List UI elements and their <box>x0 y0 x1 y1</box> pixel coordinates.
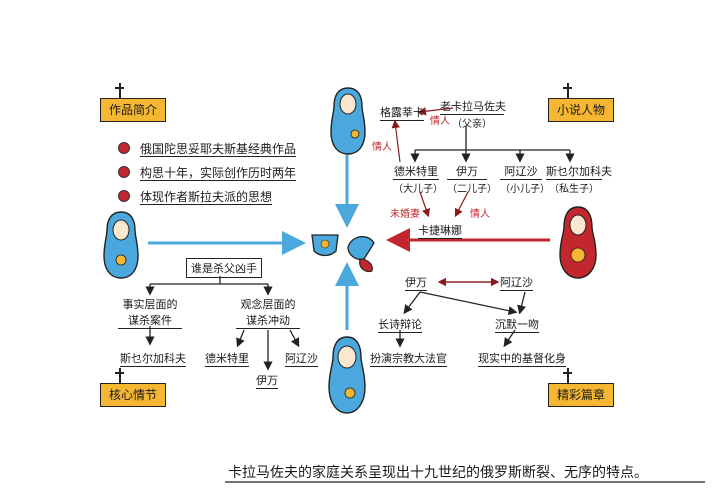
lover-label-3: 情人 <box>470 209 490 220</box>
hl-ivan-act: 长诗辩论 <box>378 318 422 333</box>
plot-idea-alyosha: 阿辽沙 <box>285 352 318 367</box>
doll-top-icon <box>330 87 366 155</box>
intro-line-3: 体现作者斯拉夫派的思想 <box>118 188 273 205</box>
bottom-caption: 卡拉马佐夫的家庭关系呈现出十九世纪的俄罗斯断裂、无序的特点。 <box>228 465 648 481</box>
son-smerdyakov: 斯乜尔加科夫 （私生子） <box>546 165 612 195</box>
doll-bottom-icon <box>328 336 366 414</box>
intro-line-1: 俄国陀思妥耶夫斯基经典作品 <box>118 140 297 157</box>
plot-fact-result: 斯乜尔加科夫 <box>120 352 186 367</box>
tag-highlights: 精彩篇章 <box>548 368 615 407</box>
bullet-icon <box>118 190 130 202</box>
bullet-icon <box>118 166 130 178</box>
hl-alyosha: 阿辽沙 <box>500 276 533 291</box>
lover-label-1: 情人 <box>430 116 450 127</box>
hl-alyosha-role: 现实中的基督化身 <box>478 352 566 367</box>
hl-ivan-role: 扮演宗教大法官 <box>370 352 447 367</box>
son-dmitri: 德米特里 （大儿子） <box>393 165 443 195</box>
plot-idea: 观念层面的 谋杀冲动 <box>236 296 300 329</box>
son-ivan: 伊万 （二儿子） <box>447 165 497 195</box>
plot-idea-dmitri: 德米特里 <box>205 352 249 367</box>
hl-alyosha-act: 沉默一吻 <box>495 318 539 333</box>
son-alyosha: 阿辽沙 （小儿子） <box>500 165 550 195</box>
lover-label-2: 情人 <box>372 142 392 153</box>
tag-core-plot: 核心情节 <box>100 368 167 407</box>
doll-right-icon <box>559 206 597 279</box>
plot-fact: 事实层面的 谋杀案件 <box>118 296 182 329</box>
bullet-icon <box>118 142 130 154</box>
katerina: 卡捷琳娜 <box>418 224 462 239</box>
doll-left-icon <box>103 211 139 279</box>
hl-ivan: 伊万 <box>405 276 427 291</box>
fiancee-label: 未婚妻 <box>390 209 420 220</box>
tag-intro: 作品简介 <box>100 83 167 122</box>
grushenka: 格露莘卡 <box>380 106 424 121</box>
plot-question: 谁是杀父凶手 <box>186 258 262 278</box>
tag-characters: 小说人物 <box>548 83 615 122</box>
intro-line-2: 构思十年，实际创作历时两年 <box>118 164 297 181</box>
center-doll-pieces-icon <box>311 234 375 273</box>
father: 老卡拉马佐夫 （父亲） <box>440 100 506 130</box>
plot-idea-ivan: 伊万 <box>256 374 278 389</box>
